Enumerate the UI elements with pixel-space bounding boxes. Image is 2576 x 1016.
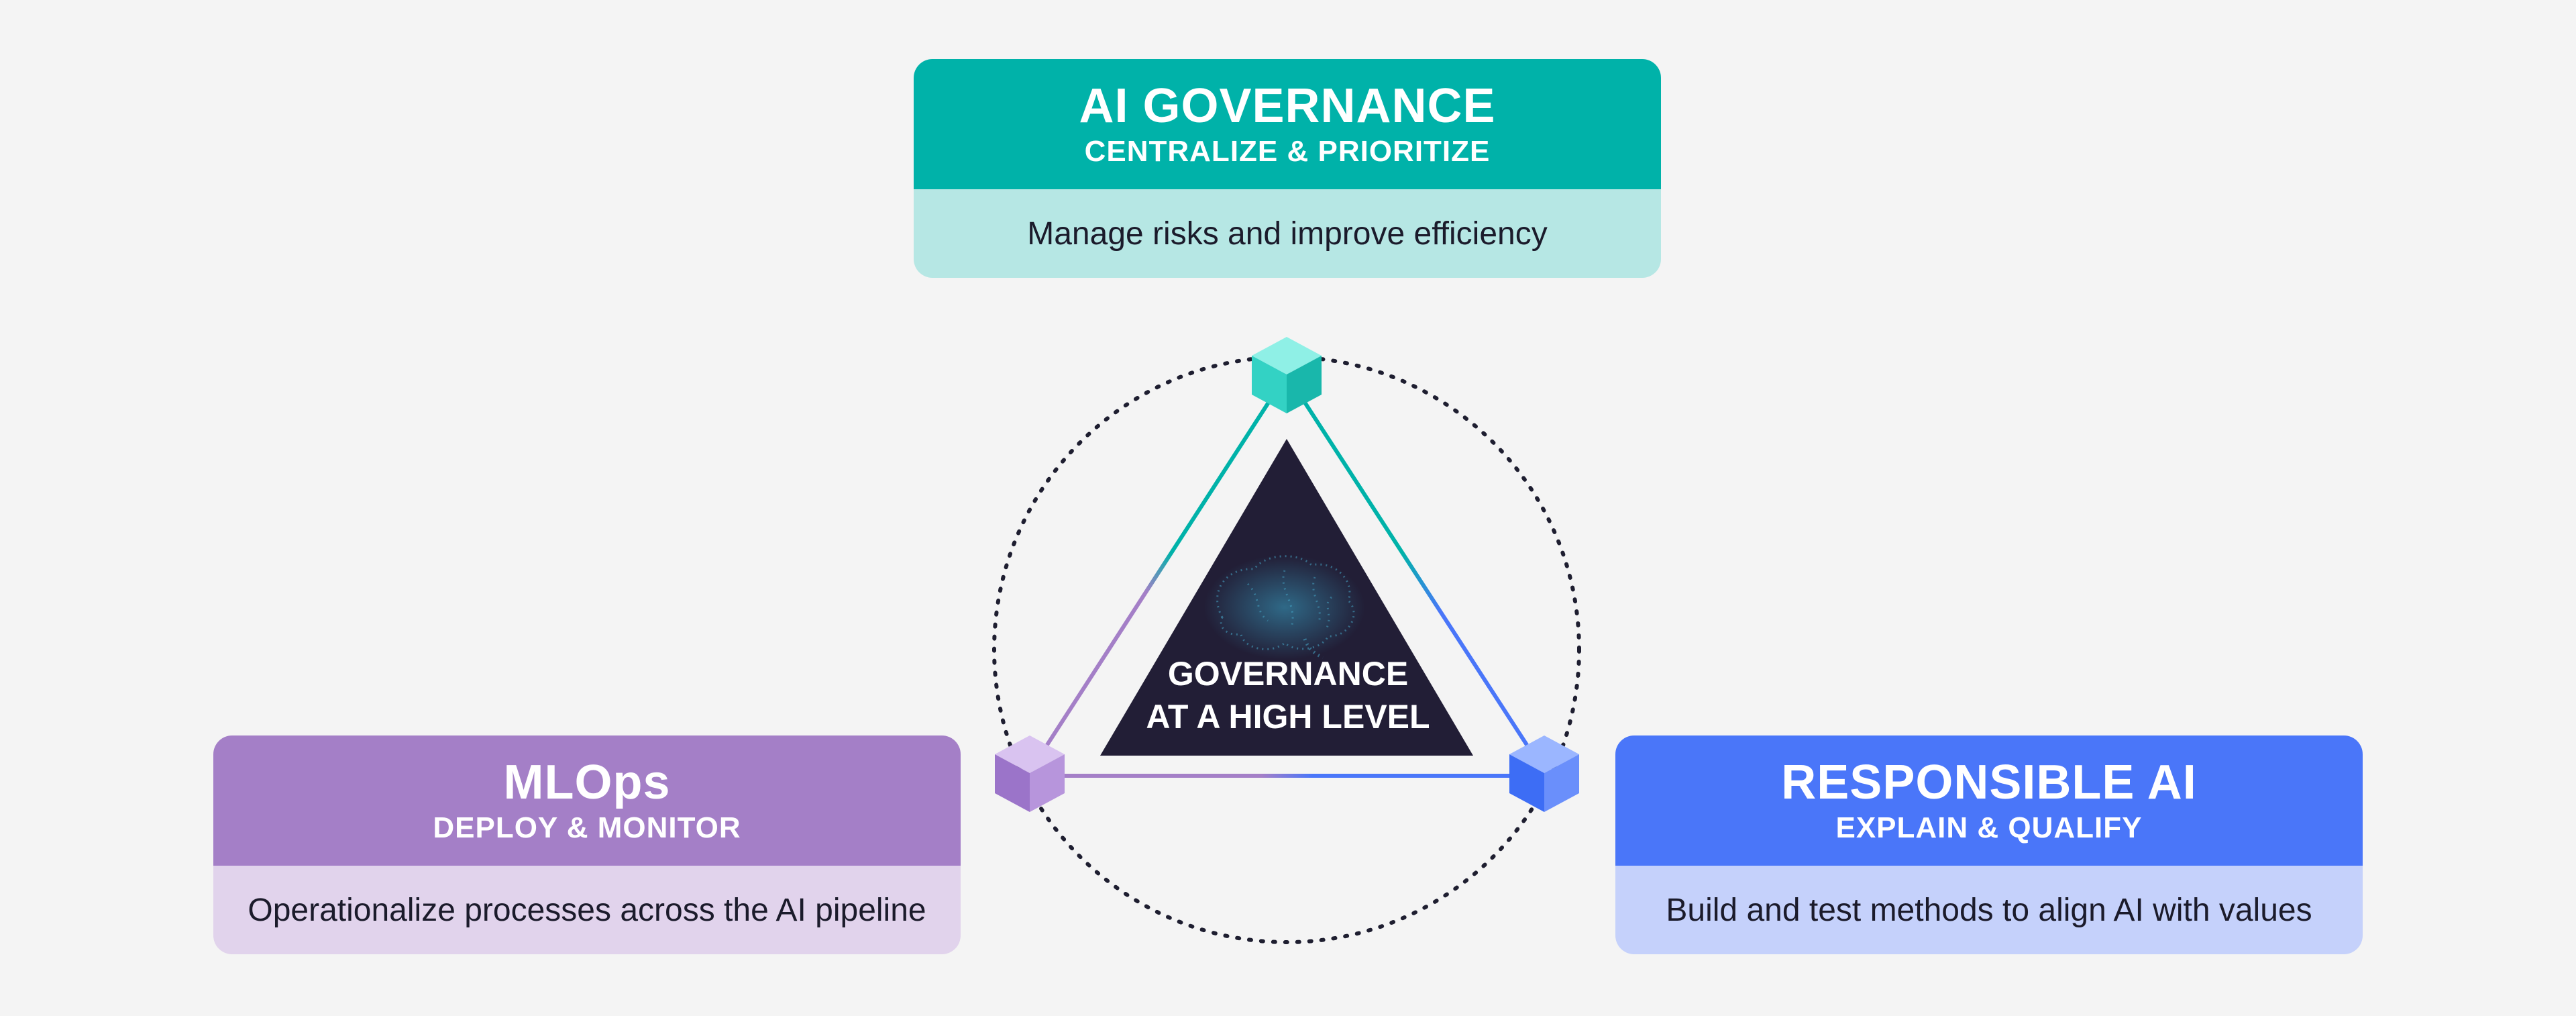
center-label-line2: AT A HIGH LEVEL — [1146, 698, 1430, 735]
mlops-subtitle: DEPLOY & MONITOR — [433, 811, 741, 844]
ai-governance-description: Manage risks and improve efficiency — [914, 189, 1661, 278]
brain-icon — [1204, 555, 1365, 660]
edge-governance-responsible — [1285, 373, 1546, 773]
mlops-description: Operationalize processes across the AI p… — [213, 866, 961, 954]
blue-cube-icon — [1509, 735, 1579, 812]
responsible-ai-subtitle: EXPLAIN & QUALIFY — [1835, 811, 2143, 844]
teal-cube-icon — [1252, 337, 1322, 413]
responsible-ai-title: RESPONSIBLE AI — [1781, 756, 2197, 809]
center-label-line1: GOVERNANCE — [1167, 655, 1409, 693]
edge-governance-mlops — [1028, 373, 1289, 773]
mlops-card: MLOps DEPLOY & MONITOR Operationalize pr… — [213, 735, 961, 954]
responsible-ai-card-header: RESPONSIBLE AI EXPLAIN & QUALIFY — [1615, 735, 2363, 866]
purple-cube-icon — [995, 735, 1065, 812]
mlops-card-header: MLOps DEPLOY & MONITOR — [213, 735, 961, 866]
ai-governance-subtitle: CENTRALIZE & PRIORITIZE — [1084, 135, 1491, 168]
mlops-title: MLOps — [503, 756, 671, 809]
responsible-ai-card: RESPONSIBLE AI EXPLAIN & QUALIFY Build a… — [1615, 735, 2363, 954]
responsible-ai-description: Build and test methods to align AI with … — [1615, 866, 2363, 954]
ai-governance-card-header: AI GOVERNANCE CENTRALIZE & PRIORITIZE — [914, 59, 1661, 189]
ai-governance-card: AI GOVERNANCE CENTRALIZE & PRIORITIZE Ma… — [914, 59, 1661, 278]
ai-governance-title: AI GOVERNANCE — [1079, 79, 1496, 133]
